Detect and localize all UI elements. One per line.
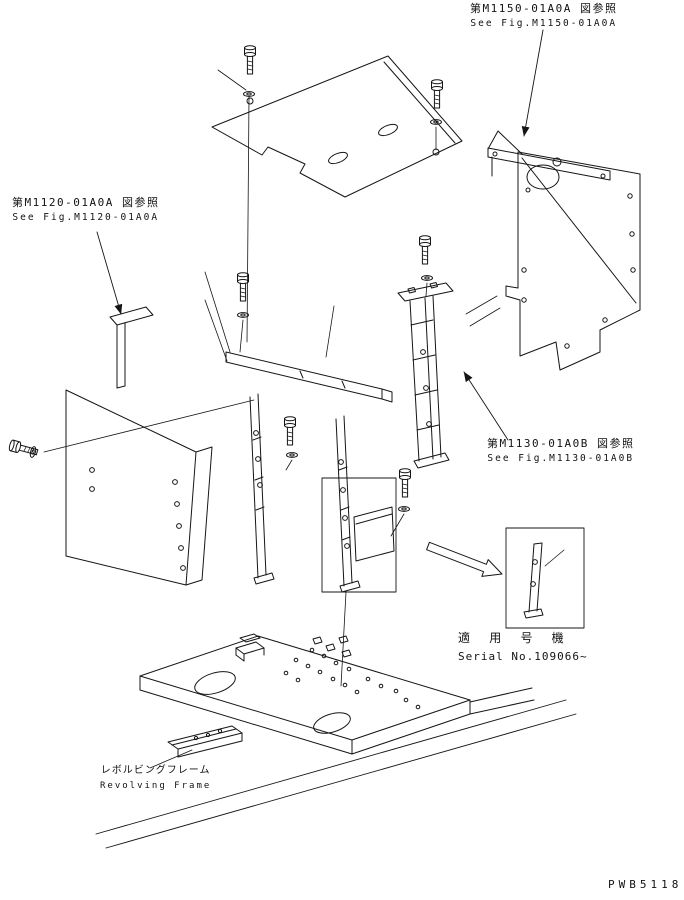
- right-channel-frame: [397, 282, 454, 469]
- mounting-bolts: [7, 45, 443, 512]
- label-fig-m1130: 第M1130-01A0B 図参照 See Fig.M1130-01A0B: [487, 437, 634, 465]
- label-applicable-serial: 適 用 号 機 Serial No.109066~: [458, 631, 588, 664]
- arrow-to-right-panel: [521, 29, 544, 137]
- label-fig-m1150: 第M1150-01A0A 図参照 See Fig.M1150-01A0A: [470, 2, 617, 30]
- bolt: [431, 79, 443, 109]
- label-revolving-frame-jp: レボルビングフレーム: [100, 765, 211, 776]
- center-frame: [225, 351, 395, 593]
- label-revolving-frame: レボルビングフレーム Revolving Frame: [100, 765, 211, 792]
- bolt: [7, 439, 39, 459]
- bolt: [399, 468, 411, 498]
- label-revolving-frame-en: Revolving Frame: [100, 780, 212, 791]
- bolt: [237, 272, 249, 302]
- washer: [421, 275, 433, 281]
- washer: [286, 452, 298, 458]
- detail-callout-rect: [321, 477, 397, 593]
- bolt: [284, 416, 296, 446]
- label-fig-m1150-jp: 第M1150-01A0A 図参照: [470, 2, 618, 15]
- left-bracket: [109, 306, 154, 389]
- detail-arrow: [426, 541, 503, 577]
- detail-inset-box: [505, 527, 585, 629]
- label-fig-m1130-en: See Fig.M1130-01A0B: [487, 452, 635, 464]
- revolving-frame: [95, 633, 577, 849]
- label-applicable-serial-jp: 適 用 号 機: [458, 631, 570, 645]
- bolt: [419, 235, 431, 265]
- label-fig-m1150-en: See Fig.M1150-01A0A: [470, 17, 618, 29]
- drawing-number: PWB5118: [608, 878, 683, 891]
- detail-callout: [321, 477, 585, 629]
- left-side-panel: [65, 389, 213, 586]
- reference-arrows: [96, 29, 544, 441]
- washer: [398, 506, 410, 512]
- label-fig-m1130-jp: 第M1130-01A0B 図参照: [487, 437, 635, 450]
- right-side-panel: [487, 130, 641, 371]
- arrow-to-right-channel: [463, 371, 509, 441]
- arrow-to-left-bracket: [96, 231, 123, 315]
- label-fig-m1120: 第M1120-01A0A 図参照 See Fig.M1120-01A0A: [12, 196, 159, 224]
- washer: [243, 91, 255, 97]
- detail-post: [523, 542, 565, 619]
- label-fig-m1120-jp: 第M1120-01A0A 図参照: [12, 196, 160, 209]
- label-serial-number: Serial No.109066~: [458, 650, 588, 663]
- bolt: [244, 45, 256, 75]
- label-fig-m1120-en: See Fig.M1120-01A0A: [12, 211, 160, 223]
- frame-bolt-holes: [283, 647, 421, 710]
- top-cover-plate: [211, 55, 463, 198]
- leader-lines: [43, 69, 501, 769]
